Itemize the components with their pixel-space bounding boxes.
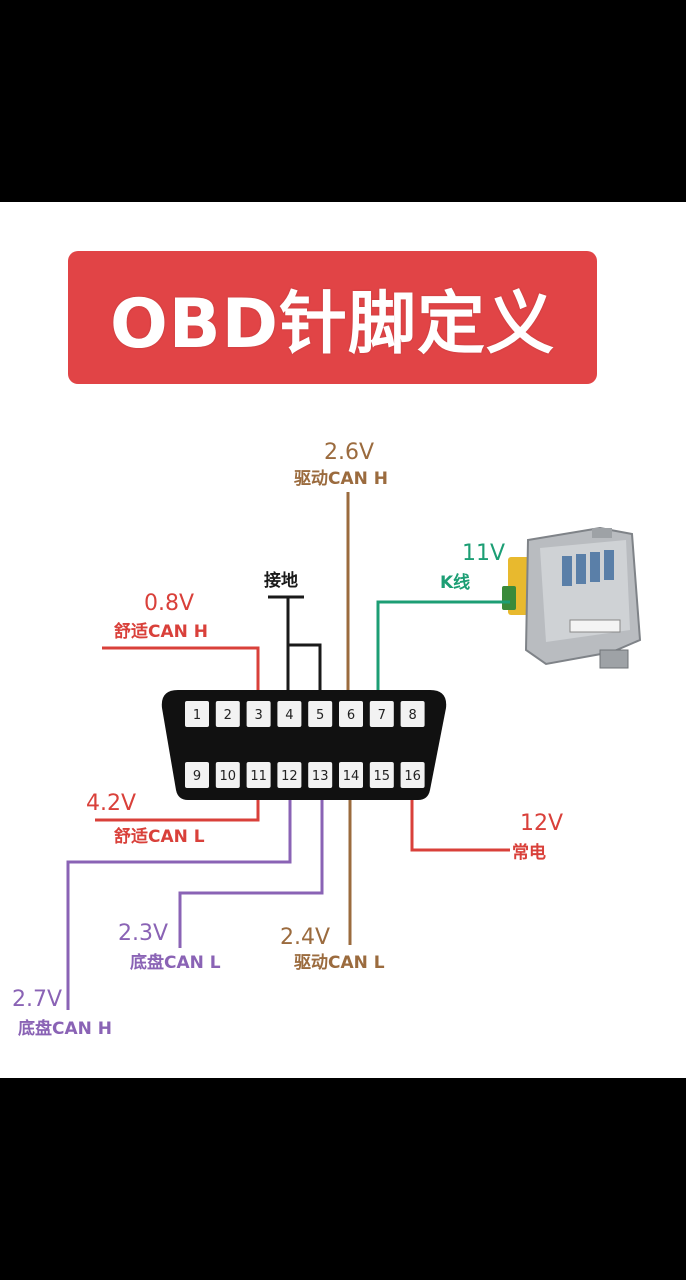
constant-power-name: 常电 [512, 842, 546, 863]
pin-socket [308, 701, 333, 727]
ground-name: 接地 [264, 570, 298, 591]
chassis-can-h-name: 底盘CAN H [18, 1018, 112, 1039]
chassis-can-h-voltage: 2.7V [12, 987, 62, 1012]
pin-number: 4 [285, 708, 293, 723]
wire-pin12-chassis-can-h [66, 778, 292, 1010]
wire-pin16-constant-power [410, 778, 510, 852]
page-title: OBD针脚定义 [109, 285, 556, 364]
pin-number: 3 [254, 708, 262, 723]
pin-number: 2 [224, 708, 232, 723]
wire-pin3-comfort-can-h [102, 646, 260, 708]
pin-socket [215, 762, 240, 788]
pin-socket [246, 701, 271, 727]
pin-socket [369, 762, 394, 788]
pin-number: 16 [404, 769, 421, 784]
drive-can-l-name: 驱动CAN L [294, 953, 385, 973]
pin-number: 6 [347, 708, 355, 723]
pin-socket [277, 762, 302, 788]
pin-number: 7 [378, 708, 386, 723]
chassis-can-l-name: 底盘CAN L [130, 952, 221, 973]
pin-socket [246, 762, 271, 788]
comfort-can-l-voltage: 4.2V [86, 791, 136, 816]
pin-socket [400, 701, 425, 727]
kline-voltage: 11V [462, 541, 505, 566]
pin-number: 14 [343, 769, 360, 784]
pin-number: 12 [281, 769, 298, 784]
ecu-module-image [502, 526, 642, 669]
pin-number: 10 [220, 769, 237, 784]
comfort-can-h-voltage: 0.8V [144, 591, 194, 616]
pin-number: 13 [312, 769, 329, 784]
pin-row-top: 1 2 3 4 5 6 7 8 [185, 701, 425, 727]
chassis-can-l-voltage: 2.3V [118, 921, 168, 946]
pin-number: 8 [408, 708, 416, 723]
pin-socket [308, 762, 333, 788]
pin-socket [369, 701, 394, 727]
pin-number: 11 [250, 769, 267, 784]
title-banner: OBD针脚定义 [68, 251, 597, 384]
wires [66, 492, 510, 1010]
pin-socket [339, 701, 363, 727]
drive-can-h-name: 驱动CAN H [294, 469, 388, 489]
drive-can-l-voltage: 2.4V [280, 925, 330, 950]
pin-number: 5 [316, 708, 324, 723]
pin-socket [277, 701, 302, 727]
pin-row-bottom: 9 10 11 12 13 14 15 16 [185, 762, 425, 788]
pin-number: 1 [193, 708, 201, 723]
pin-socket [215, 701, 240, 727]
pin-socket [185, 701, 209, 727]
wire-ground-pin5 [288, 643, 322, 708]
wire-pin7-kline [376, 600, 510, 708]
comfort-can-l-name: 舒适CAN L [114, 826, 205, 847]
kline-name: K线 [440, 572, 470, 593]
wire-pin13-chassis-can-l [178, 778, 324, 948]
comfort-can-h-name: 舒适CAN H [114, 621, 208, 642]
pin-socket [339, 762, 363, 788]
pin-number: 15 [374, 769, 391, 784]
constant-power-voltage: 12V [520, 811, 563, 836]
pin-socket [400, 762, 425, 788]
pin-number: 9 [193, 769, 201, 784]
pin-socket [185, 762, 209, 788]
drive-can-h-voltage: 2.6V [324, 440, 374, 465]
